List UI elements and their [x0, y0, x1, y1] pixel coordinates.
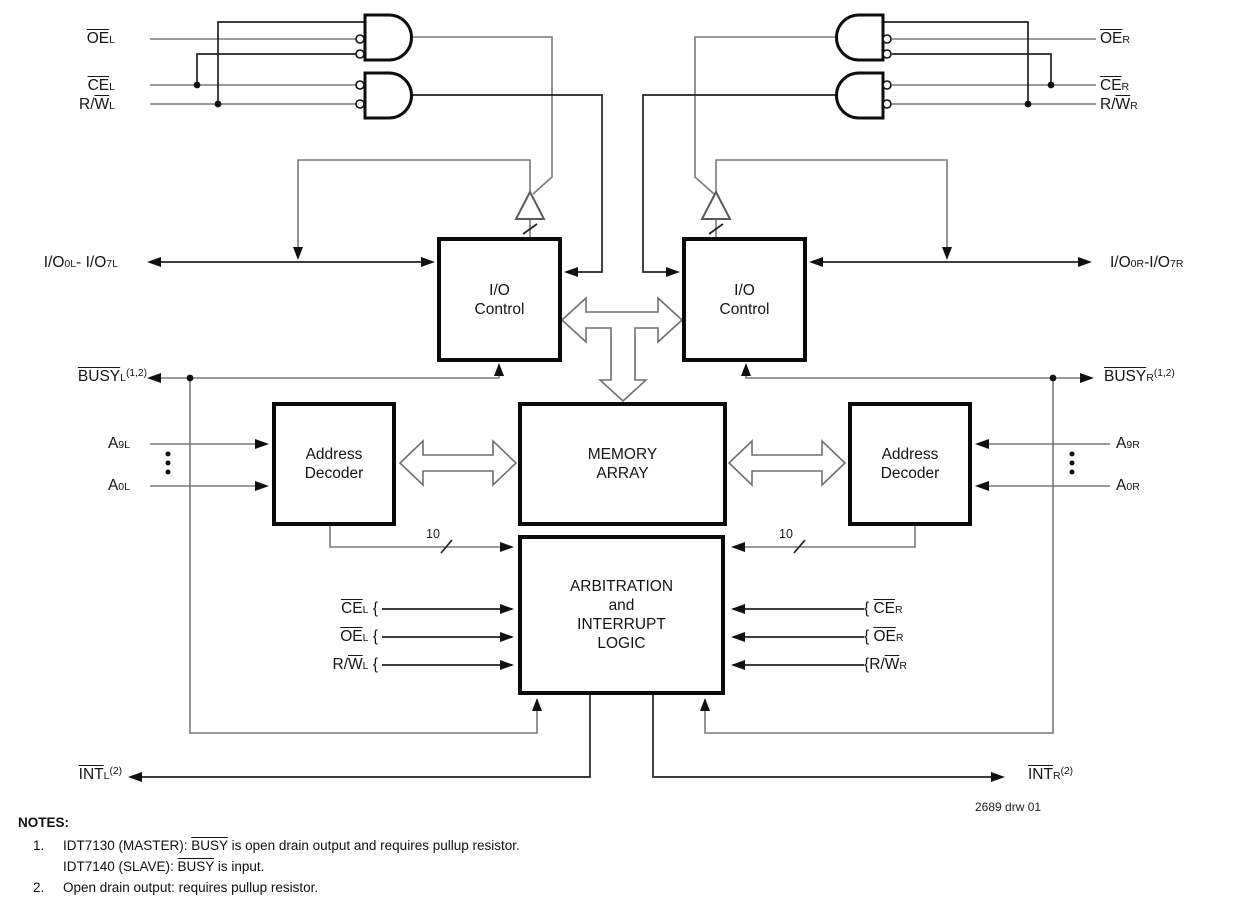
signal-label-io-left: I/O0L- I/O7L — [43, 254, 118, 271]
signal-label-int-right: INTR(2) — [1028, 766, 1074, 783]
note-1-line-2: IDT7140 (SLAVE): BUSY is input. — [63, 859, 265, 874]
signal-label-ce-left: CEL — [87, 77, 115, 94]
block-io-control-left: I/O Control — [437, 237, 562, 362]
signal-label-oe-left: OEL — [86, 30, 115, 47]
gate-output-wires — [412, 36, 836, 273]
data-path-arrows — [398, 296, 847, 487]
block-arbitration-interrupt-logic: ARBITRATION and INTERRUPT LOGIC — [518, 535, 725, 695]
signal-label-arb-rw-left: R/WL { — [332, 656, 378, 673]
signal-label-arb-oe-left: OEL { — [340, 628, 378, 645]
arbitration-input-wires — [382, 608, 864, 666]
bus-width-label-right: 10 — [779, 527, 793, 541]
signal-label-arb-oe-right: { OER — [864, 628, 904, 645]
right-and-gate-bottom — [835, 71, 892, 120]
left-output-buffer — [514, 189, 546, 220]
bus-width-label-left: 10 — [426, 527, 440, 541]
address-bus-wires — [329, 526, 916, 554]
notes-title: NOTES: — [18, 815, 70, 830]
signal-label-io-right: I/O0R-I/O7R — [1110, 254, 1184, 271]
note-1-line-1: IDT7130 (MASTER): BUSY is open drain out… — [63, 838, 520, 853]
note-item-2: 2. Open drain output: requires pullup re… — [33, 877, 658, 898]
drawing-number: 2689 drw 01 — [975, 800, 1042, 814]
notes-section: NOTES: 1. IDT7130 (MASTER): BUSY is open… — [18, 812, 658, 898]
signal-label-busy-left: BUSYL(1,2) — [77, 368, 147, 385]
arrowheads — [128, 247, 1094, 782]
left-and-gate-bottom — [355, 71, 413, 120]
block-memory-array: MEMORY ARRAY — [518, 402, 727, 526]
signal-label-arb-rw-right: {R/WR — [864, 656, 907, 673]
left-decoder-memory-arrow — [398, 439, 518, 487]
signal-label-a0-right: A0R — [1116, 477, 1140, 494]
address-wires — [150, 443, 1110, 487]
io-to-io-and-memory-arrow — [560, 296, 684, 403]
signal-label-a9-left: A9L — [107, 435, 130, 452]
note-2-line-1: Open drain output: requires pullup resis… — [63, 880, 319, 895]
block-address-decoder-left: Address Decoder — [272, 402, 396, 526]
left-control-wires — [150, 21, 365, 105]
signal-label-a9-right: A9R — [1116, 435, 1140, 452]
note-number: 1. — [33, 838, 45, 853]
block-io-control-right: I/O Control — [682, 237, 807, 362]
signal-label-arb-ce-left: CEL { — [341, 600, 378, 617]
right-and-gate-top — [835, 13, 892, 62]
junction-dots — [186, 81, 1057, 382]
note-number: 2. — [33, 880, 45, 895]
signal-label-int-left: INTL(2) — [78, 766, 122, 783]
right-decoder-memory-arrow — [727, 439, 847, 487]
note-item-1: 1. IDT7130 (MASTER): BUSY is open drain … — [33, 835, 658, 877]
left-and-gate-top — [355, 13, 413, 62]
signal-label-arb-ce-right: { CER — [864, 600, 903, 617]
signal-label-oe-right: OER — [1100, 30, 1131, 47]
block-address-decoder-right: Address Decoder — [848, 402, 972, 526]
signal-label-ce-right: CER — [1100, 77, 1130, 94]
signal-label-a0-left: A0L — [107, 477, 130, 494]
buffer-wires — [297, 159, 948, 249]
right-control-wires — [883, 21, 1096, 105]
right-output-buffer — [700, 189, 732, 220]
address-ellipsis-dots — [165, 451, 1075, 475]
signal-label-rw-left: R/WL — [79, 96, 115, 113]
signal-label-busy-right: BUSYR(1,2) — [1104, 368, 1175, 385]
interrupt-wires — [132, 695, 1001, 778]
signal-label-rw-right: R/WR — [1100, 96, 1138, 113]
